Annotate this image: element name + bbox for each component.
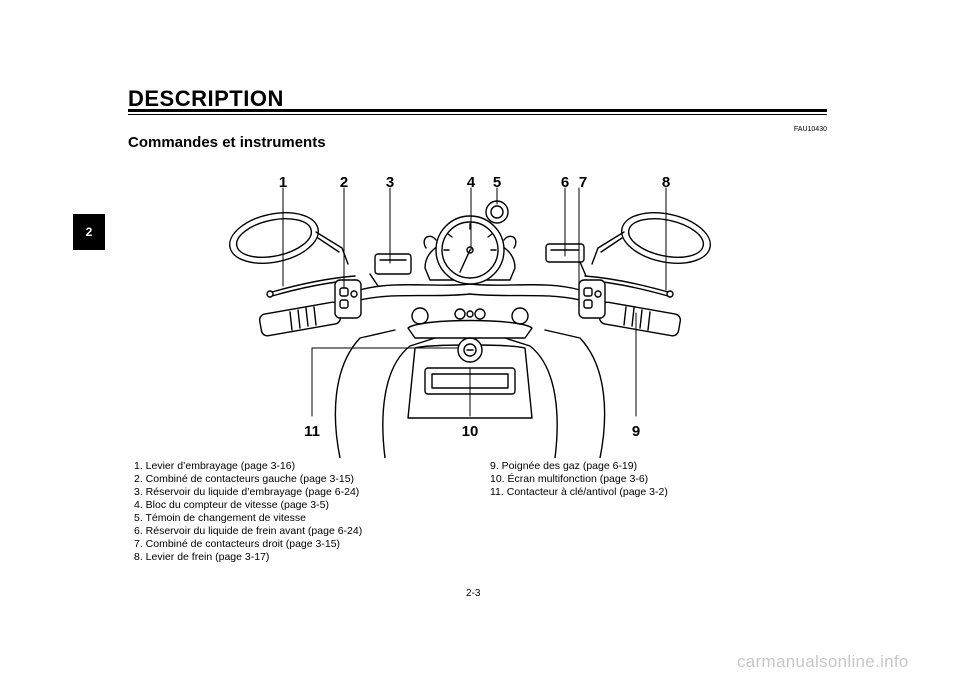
chapter-tab: 2 — [73, 214, 105, 250]
watermark: carmanualsonline.info — [737, 652, 909, 671]
callout-4: 4 — [466, 174, 476, 191]
legend-item: 2. Combiné de contacteurs gauche (page 3… — [134, 473, 355, 485]
legend-item: 3. Réservoir du liquide d’embrayage (pag… — [134, 486, 360, 498]
left-switch-housing — [334, 279, 362, 319]
callout-1: 1 — [278, 174, 288, 191]
callout-10: 10 — [461, 423, 479, 440]
fuel-tank — [334, 329, 606, 458]
triple-clamp — [407, 307, 533, 339]
title-rule-thick — [128, 109, 827, 112]
page-title: DESCRIPTION — [128, 86, 284, 111]
right-switch-housing — [578, 279, 606, 319]
front-brake-reservoir — [545, 243, 587, 277]
callout-8: 8 — [661, 174, 671, 191]
shift-indicator — [485, 200, 509, 224]
callout-3: 3 — [385, 174, 395, 191]
callout-2: 2 — [339, 174, 349, 191]
legend-item: 9. Poignée des gaz (page 6-19) — [490, 460, 638, 472]
right-mirror — [591, 212, 711, 265]
legend-item: 7. Combiné de contacteurs droit (page 3-… — [134, 538, 341, 550]
legend-item: 5. Témoin de changement de vitesse — [134, 512, 306, 524]
callout-5: 5 — [492, 174, 502, 191]
section-title: Commandes et instruments — [128, 134, 326, 151]
legend-item: 4. Bloc du compteur de vitesse (page 3-5… — [134, 499, 329, 511]
section-code: FAU10430 — [793, 126, 827, 133]
legend-right: 9. Poignée des gaz (page 6-19) 10. Écran… — [490, 460, 668, 499]
legend-item: 10. Écran multifonction (page 3-6) — [490, 473, 649, 485]
title-rule-thin — [128, 114, 827, 115]
callout-11: 11 — [304, 423, 320, 440]
leader-lines — [282, 187, 667, 417]
speedometer — [423, 215, 517, 285]
legend-item: 1. Levier d’embrayage (page 3-16) — [134, 460, 296, 472]
legend-item: 8. Levier de frein (page 3-17) — [134, 551, 270, 563]
key-switch — [457, 337, 483, 363]
callout-9: 9 — [631, 423, 641, 440]
left-mirror — [229, 212, 349, 265]
clutch-reservoir — [369, 253, 412, 287]
legend-item: 6. Réservoir du liquide de frein avant (… — [134, 525, 363, 537]
legend-left: 1. Levier d’embrayage (page 3-16) 2. Com… — [134, 460, 362, 564]
callout-6: 6 — [560, 174, 570, 191]
handlebar-illustration — [229, 187, 711, 458]
callout-7: 7 — [578, 174, 588, 191]
page-number: 2-3 — [466, 588, 481, 599]
legend-item: 11. Contacteur à clé/antivol (page 3-2) — [490, 486, 668, 498]
